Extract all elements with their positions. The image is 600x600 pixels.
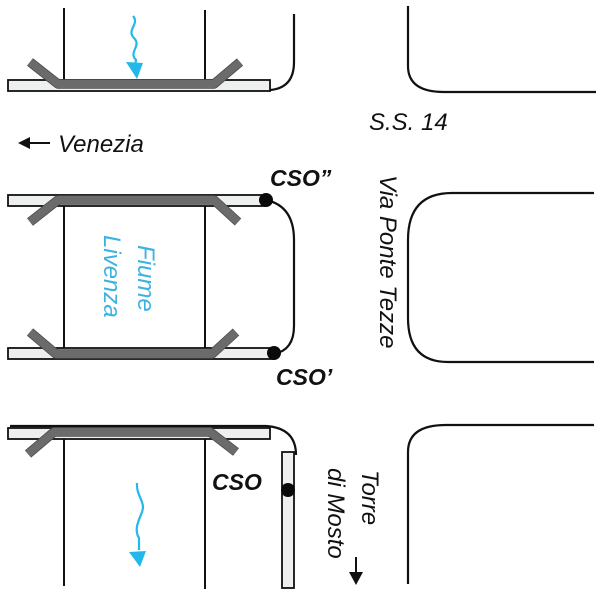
- cso-connection-loop: [265, 198, 296, 356]
- roads: [10, 6, 596, 584]
- bridge-middle-lower: [7, 328, 275, 360]
- arrow-left-icon: [18, 137, 50, 149]
- road-edge-top-right-block: [406, 6, 596, 94]
- label-cso: CSO: [212, 469, 262, 495]
- bridge-beam-middle-lower: [27, 328, 239, 358]
- cso-double-prime-point: [259, 193, 273, 207]
- arrow-down-icon: [349, 557, 363, 585]
- wavy-arrow-down-icon: [126, 15, 143, 79]
- wavy-arrow-down-icon: [129, 482, 146, 567]
- road-edge-bottom-left-block: [10, 424, 298, 456]
- road-edge-bottom-right-block: [406, 423, 594, 584]
- label-cso-double-prime: CSO”: [270, 165, 332, 191]
- label-via-ponte-tezze: Via Ponte Tezze: [374, 175, 401, 348]
- bridge-top: [7, 58, 271, 92]
- bridge-beam-middle-upper: [27, 196, 241, 226]
- label-torre: Torre: [356, 470, 383, 525]
- cso-prime-point: [267, 346, 281, 360]
- bridge-beam-top: [27, 58, 243, 88]
- road-edge-top-left-block: [269, 14, 296, 92]
- bridge-beam-bottom: [25, 428, 239, 458]
- label-river-livenza: Livenza: [98, 235, 125, 318]
- label-ss14: S.S. 14: [369, 109, 448, 136]
- label-river-fiume: Fiume: [132, 245, 159, 312]
- label-venezia: Venezia: [58, 131, 144, 158]
- label-cso-prime: CSO’: [276, 364, 333, 390]
- bridge-middle-upper: [7, 194, 267, 226]
- cso-point: [281, 483, 295, 497]
- road-edge-middle-right-block: [406, 191, 594, 364]
- river-banks: [63, 8, 206, 589]
- label-di-mosto: di Mosto: [322, 468, 349, 559]
- cso-vertical-deck: [281, 451, 295, 589]
- bridge-bottom: [7, 427, 271, 458]
